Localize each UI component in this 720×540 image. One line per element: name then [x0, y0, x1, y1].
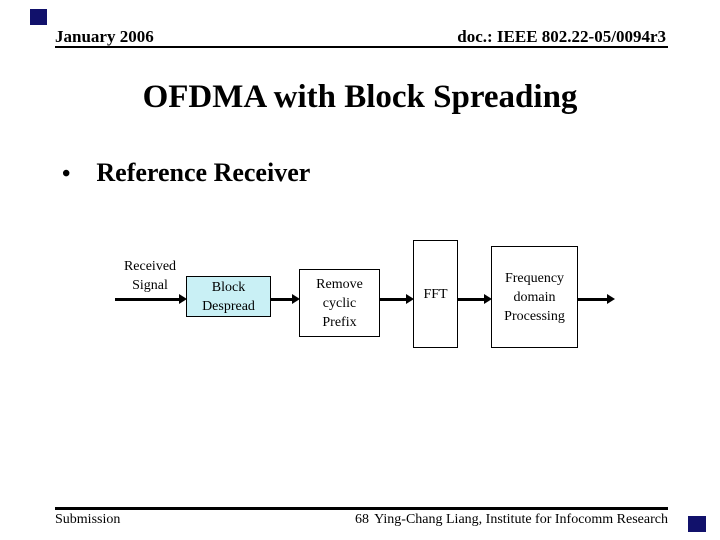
frequency-domain-processing-label-line-1: Frequency	[504, 270, 565, 286]
arrow-shaft	[458, 298, 485, 301]
arrow-despread-to-prefix	[271, 294, 300, 304]
input-label-line-1: Received	[123, 259, 177, 274]
frequency-domain-processing-box: Frequency domain Processing	[491, 246, 578, 348]
footer-page-number: 68	[355, 512, 369, 527]
header-date: January 2006	[55, 27, 154, 46]
footer-divider	[55, 507, 668, 510]
arrow-shaft	[271, 298, 293, 301]
block-despread-box: Block Despread	[186, 276, 271, 317]
slide-title: OFDMA with Block Spreading	[142, 79, 578, 115]
frequency-domain-processing-label-line-2: domain	[513, 289, 556, 305]
arrow-shaft	[380, 298, 407, 301]
header-divider	[55, 46, 668, 48]
header-doc-number: doc.: IEEE 802.22-05/0094r3	[457, 27, 666, 46]
arrowhead-icon	[406, 294, 414, 304]
arrowhead-icon	[484, 294, 492, 304]
arrow-shaft	[115, 298, 180, 301]
remove-cyclic-prefix-label-line-2: cyclic	[322, 295, 357, 311]
arrow-shaft	[578, 298, 608, 301]
arrowhead-icon	[292, 294, 300, 304]
arrow-output	[578, 294, 615, 304]
corner-accent-top-left	[30, 9, 47, 25]
bullet-item: • Reference Receiver	[62, 158, 310, 189]
remove-cyclic-prefix-box: Remove cyclic Prefix	[299, 269, 380, 337]
arrow-fft-to-processing	[458, 294, 492, 304]
fft-box: FFT	[413, 240, 458, 348]
block-despread-label-line-2: Despread	[202, 298, 255, 314]
bullet-text: Reference Receiver	[96, 158, 311, 187]
remove-cyclic-prefix-label-line-3: Prefix	[322, 314, 357, 330]
remove-cyclic-prefix-label-line-1: Remove	[316, 276, 363, 292]
arrow-input-to-despread	[115, 294, 187, 304]
block-despread-label-line-1: Block	[211, 279, 246, 295]
corner-accent-bottom-right	[688, 516, 706, 532]
arrowhead-icon	[179, 294, 187, 304]
bullet-marker: •	[62, 161, 71, 187]
input-label-line-2: Signal	[132, 278, 168, 293]
frequency-domain-processing-label-line-3: Processing	[504, 308, 565, 324]
arrowhead-icon	[607, 294, 615, 304]
footer-author: Ying-Chang Liang, Institute for Infocomm…	[374, 512, 668, 527]
diagram-input-label: Received Signal	[108, 257, 192, 295]
arrow-prefix-to-fft	[380, 294, 414, 304]
fft-label: FFT	[423, 286, 448, 302]
footer-submission: Submission	[55, 512, 121, 527]
